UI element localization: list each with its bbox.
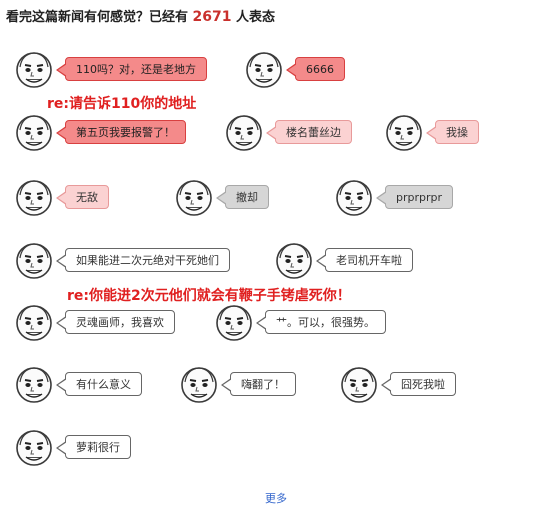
reply-text: re:请告诉110你的地址 <box>47 96 197 112</box>
reaction-bubble[interactable]: 第五页我要报警了！ <box>56 120 186 144</box>
header-prefix: 看完这篇新闻有何感觉？已经有 <box>6 10 189 25</box>
reaction-item[interactable]: 嗨翻了！ <box>179 362 296 406</box>
reaction-label: 6666 <box>306 63 334 76</box>
reaction-bubble[interactable]: 艹。可以，很强势。 <box>256 310 386 334</box>
reaction-bubble[interactable]: 囧死我啦 <box>381 372 456 396</box>
reaction-item[interactable]: 我操 <box>384 110 479 154</box>
reaction-bubble[interactable]: prprprpr <box>375 185 454 209</box>
meme-face-icon <box>214 302 254 342</box>
reaction-label: 老司机开车啦 <box>336 254 402 267</box>
reaction-count: 2671 <box>192 9 232 25</box>
reaction-bubble[interactable]: 无敌 <box>56 185 109 209</box>
reaction-bubble[interactable]: 如果能进二次元绝对干死她们 <box>56 248 230 272</box>
meme-face-icon <box>14 364 54 404</box>
reaction-label: 有什么意义 <box>76 378 131 391</box>
reply-text: re:你能进2次元他们就会有鞭子手铐虐死你！ <box>67 288 351 304</box>
reaction-item[interactable]: 无敌 <box>14 175 109 219</box>
reaction-label: 我操 <box>446 126 468 139</box>
reaction-bubble[interactable]: 老司机开车啦 <box>316 248 413 272</box>
meme-face-icon <box>14 302 54 342</box>
reaction-item[interactable]: 楼名蕾丝边 <box>224 110 352 154</box>
reaction-bubble[interactable]: 有什么意义 <box>56 372 142 396</box>
reaction-item[interactable]: 6666 <box>244 47 345 91</box>
reaction-item[interactable]: prprprpr <box>334 175 454 219</box>
reaction-bubble[interactable]: 我操 <box>426 120 479 144</box>
meme-face-icon <box>179 364 219 404</box>
reaction-label: 嗨翻了！ <box>241 378 285 391</box>
reaction-label: 第五页我要报警了！ <box>76 126 175 139</box>
reaction-label: 如果能进二次元绝对干死她们 <box>76 254 219 267</box>
meme-face-icon <box>384 112 424 152</box>
reaction-bubble[interactable]: 6666 <box>286 57 345 81</box>
meme-face-icon <box>14 49 54 89</box>
meme-face-icon <box>339 364 379 404</box>
reaction-bubble[interactable]: 嗨翻了！ <box>221 372 296 396</box>
reaction-bubble[interactable]: 灵魂画师，我喜欢 <box>56 310 175 334</box>
reaction-bubble[interactable]: 110吗？对，还是老地方 <box>56 57 207 81</box>
reaction-bubble[interactable]: 撤却 <box>216 185 269 209</box>
reaction-label: 萝莉很行 <box>76 441 120 454</box>
reaction-item[interactable]: 囧死我啦 <box>339 362 456 406</box>
meme-face-icon <box>244 49 284 89</box>
reaction-label: 艹。可以，很强势。 <box>276 316 375 329</box>
meme-face-icon <box>224 112 264 152</box>
meme-face-icon <box>174 177 214 217</box>
reaction-item[interactable]: 老司机开车啦 <box>274 238 413 282</box>
meme-face-icon <box>274 240 314 280</box>
meme-face-icon <box>14 240 54 280</box>
more-link[interactable]: 更多 <box>265 492 287 505</box>
reaction-label: 囧死我啦 <box>401 378 445 391</box>
meme-face-icon <box>334 177 374 217</box>
reaction-label: 灵魂画师，我喜欢 <box>76 316 164 329</box>
reaction-label: 无敌 <box>76 191 98 204</box>
reaction-label: 撤却 <box>236 191 258 204</box>
reaction-item[interactable]: 萝莉很行 <box>14 425 131 469</box>
reaction-label: 楼名蕾丝边 <box>286 126 341 139</box>
reaction-label: 110吗？对，还是老地方 <box>76 63 196 76</box>
reaction-header: 看完这篇新闻有何感觉？已经有 2671 人表态 <box>6 6 275 25</box>
meme-face-icon <box>14 112 54 152</box>
reaction-bubble[interactable]: 萝莉很行 <box>56 435 131 459</box>
reaction-item[interactable]: 灵魂画师，我喜欢 <box>14 300 175 344</box>
reaction-item[interactable]: 撤却 <box>174 175 269 219</box>
header-suffix: 人表态 <box>236 10 276 25</box>
meme-face-icon <box>14 177 54 217</box>
reaction-label: prprprpr <box>396 191 443 204</box>
reaction-item[interactable]: 艹。可以，很强势。 <box>214 300 386 344</box>
reaction-bubble[interactable]: 楼名蕾丝边 <box>266 120 352 144</box>
reaction-item[interactable]: 110吗？对，还是老地方 <box>14 47 207 91</box>
reaction-item[interactable]: 有什么意义 <box>14 362 142 406</box>
reaction-item[interactable]: 如果能进二次元绝对干死她们 <box>14 238 230 282</box>
reaction-item[interactable]: 第五页我要报警了！ <box>14 110 186 154</box>
meme-face-icon <box>14 427 54 467</box>
